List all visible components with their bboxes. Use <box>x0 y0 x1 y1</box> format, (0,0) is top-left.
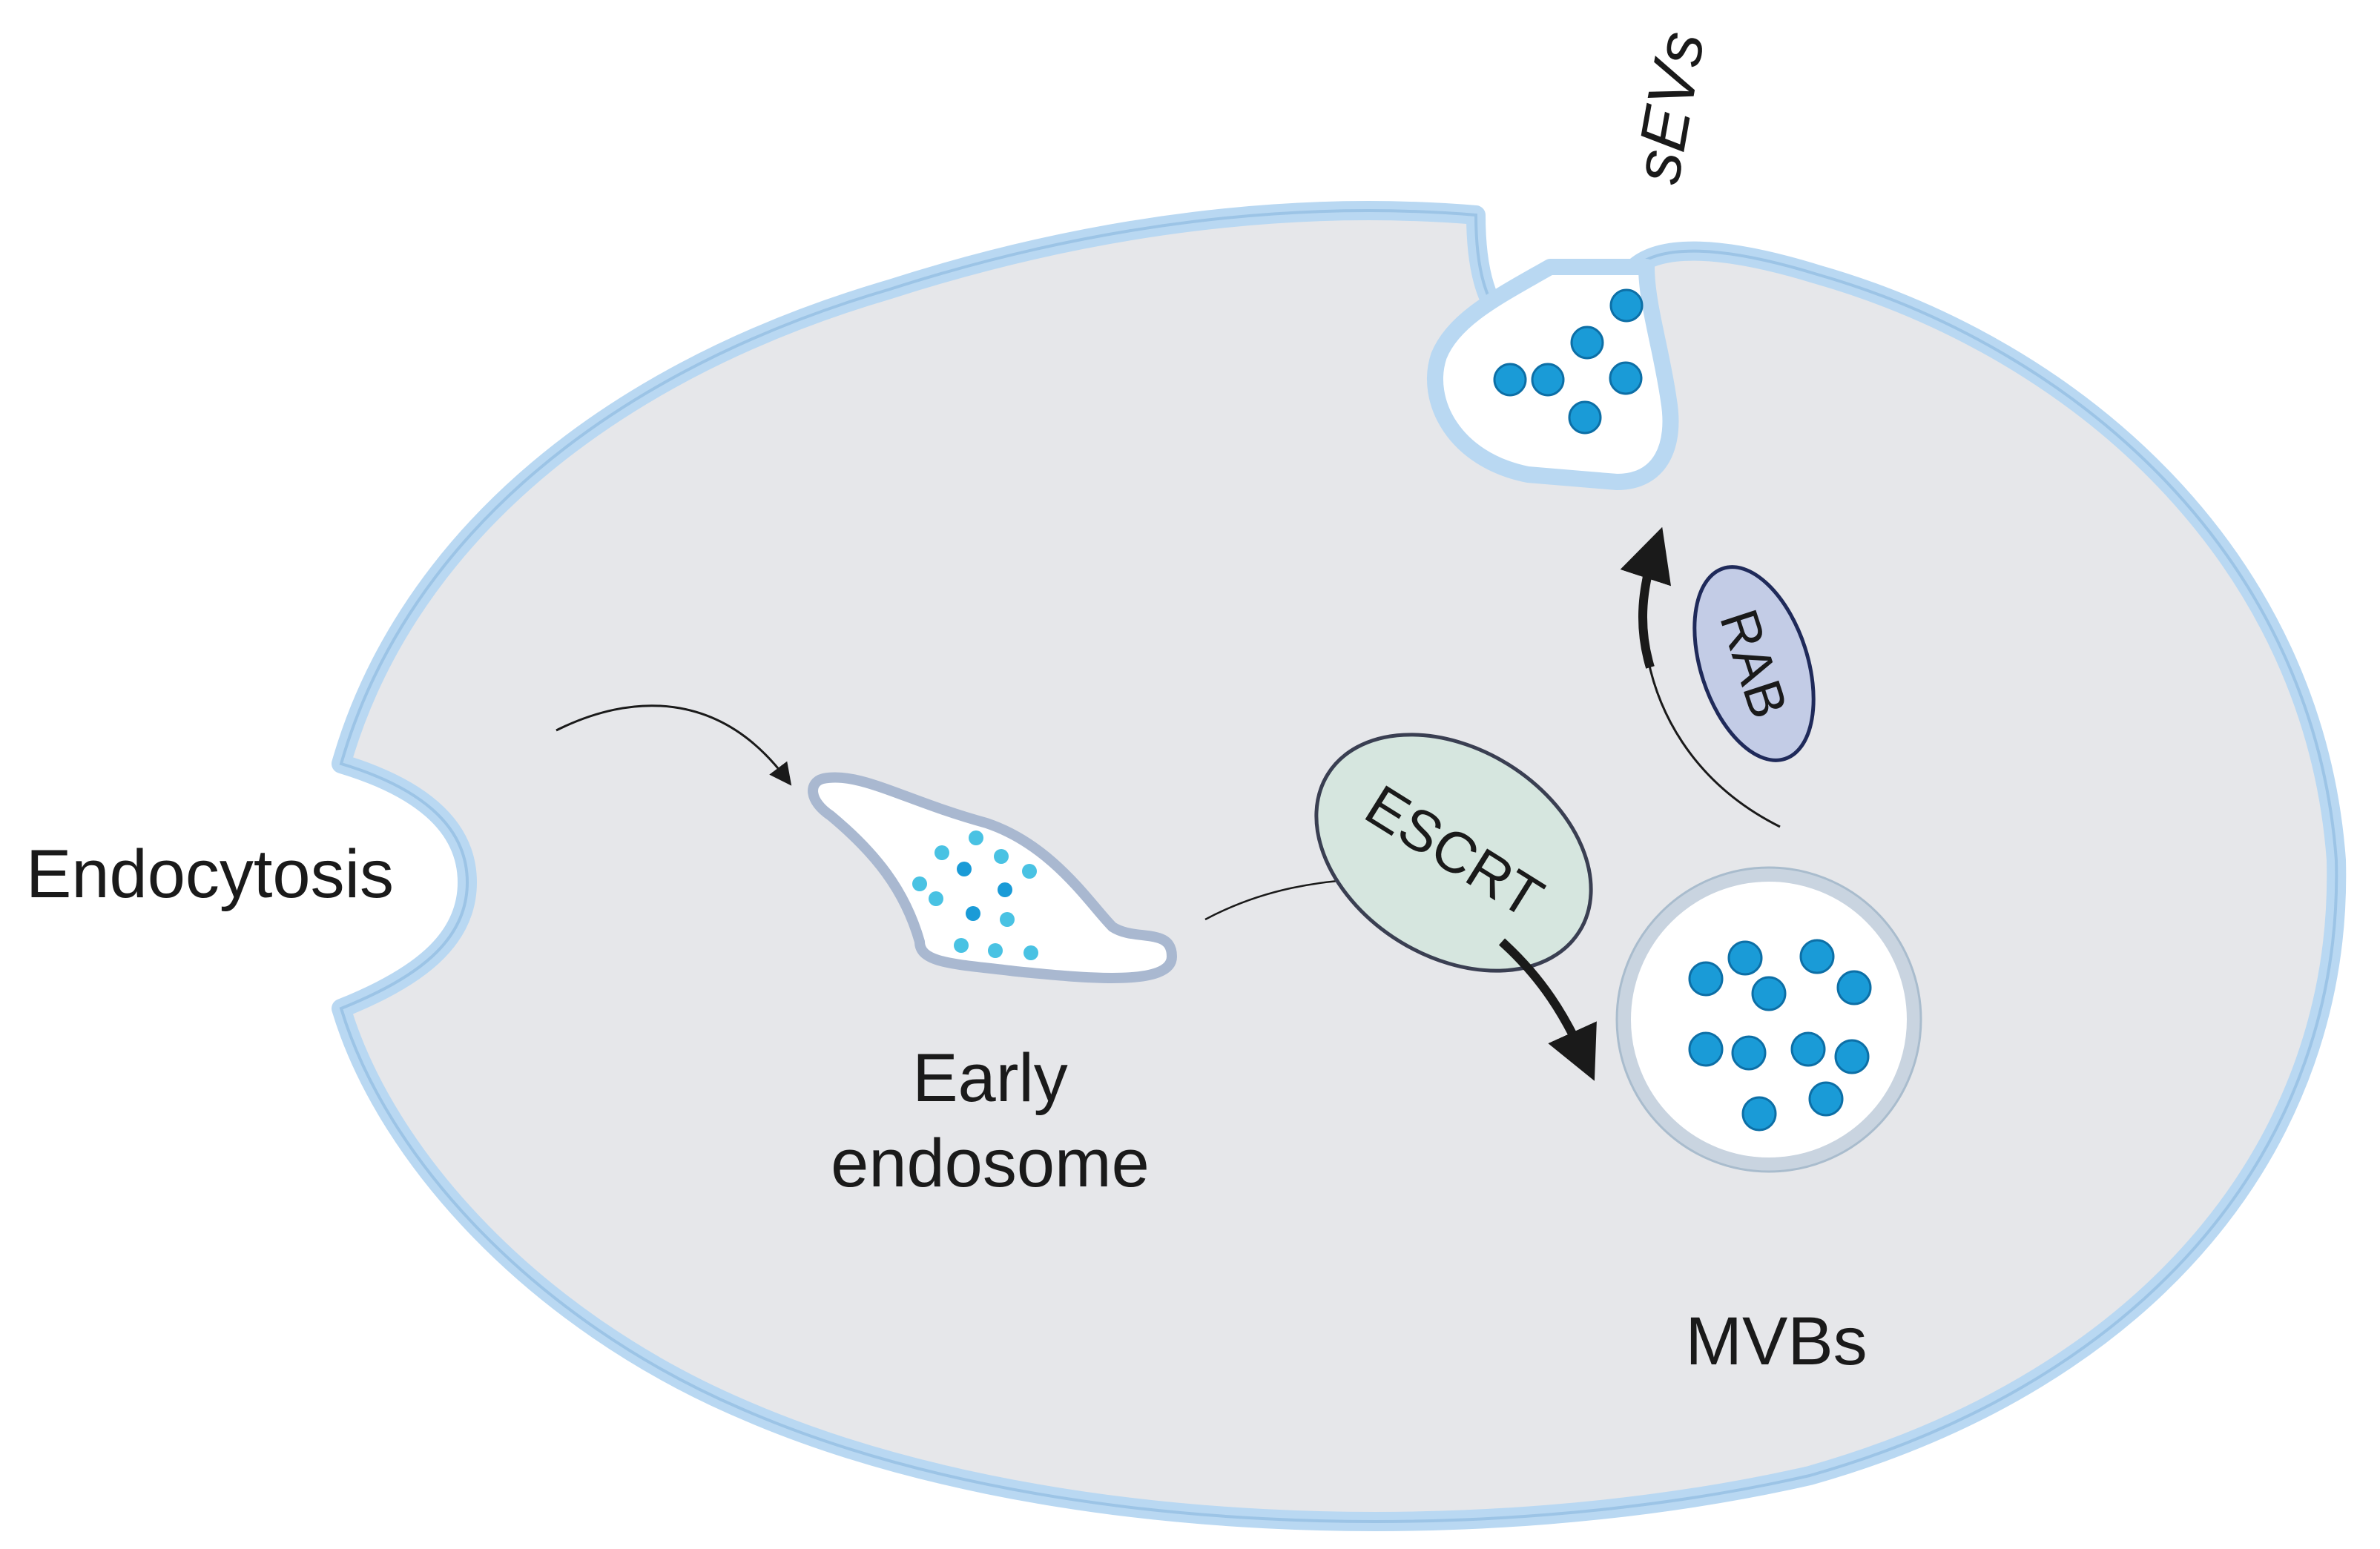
multivesicular-body-icon <box>1615 866 1922 1173</box>
sev-particle <box>1568 400 1602 435</box>
early-endosome-particle <box>988 943 1003 958</box>
mvb-particle <box>1799 939 1835 974</box>
early-endosome-particle <box>998 882 1012 897</box>
mvb-particle <box>1751 976 1787 1011</box>
mvb-membrane-outline <box>1615 866 1922 1173</box>
sev-particle <box>1493 363 1527 397</box>
mvb-particle <box>1688 1031 1724 1067</box>
early-endosome-icon <box>808 772 1177 983</box>
early-endosome-particle <box>957 862 972 876</box>
early-endosome-label-line1: Early <box>912 1040 1068 1116</box>
sevs-label: sEVs <box>1619 26 1718 188</box>
endocytosis-label: Endocytosis <box>26 836 394 912</box>
escrt-complex: ESCRT <box>1314 733 1593 973</box>
early-endosome-membrane <box>808 772 1177 983</box>
rab-protein: RAB <box>1692 565 1816 762</box>
cell-membrane-inner-line <box>339 209 2338 1523</box>
early-endosome-particle <box>1000 912 1015 927</box>
mvb-particle <box>1836 970 1872 1005</box>
sev-particle <box>1531 363 1565 397</box>
mvb-particle <box>1727 940 1763 976</box>
mvb-particle <box>1741 1096 1777 1132</box>
mvb-particle <box>1688 961 1724 997</box>
early-endosome-particle <box>934 845 949 860</box>
early-endosome-particle <box>929 891 943 906</box>
rab-ellipse <box>1692 565 1816 762</box>
sev-particle <box>1609 361 1643 395</box>
early-endosome-particle <box>954 938 969 953</box>
early-endosome-particle <box>1023 945 1038 960</box>
early-endosome-particle <box>912 876 927 891</box>
exosome-release-icon <box>1427 259 1679 490</box>
escrt-to-mvb-arrow <box>1498 938 1597 1081</box>
escrt-ellipse <box>1314 733 1593 973</box>
mvb-particle <box>1808 1081 1844 1117</box>
early-endosome-particle <box>966 906 980 921</box>
sev-particle <box>1570 326 1604 360</box>
sev-particle <box>1609 288 1644 323</box>
mvbs-label: MVBs <box>1685 1304 1867 1379</box>
mvb-particle <box>1790 1031 1826 1067</box>
early-endosome-label-line2: endosome <box>831 1126 1150 1201</box>
endocytosis-arrow <box>556 704 792 786</box>
early-endosome-particle <box>994 849 1009 864</box>
early-endosome-particle <box>1022 864 1037 879</box>
mvb-to-sev-arrow-head-shaft <box>1620 526 1672 669</box>
mvb-particle <box>1731 1035 1767 1071</box>
mvb-particle <box>1834 1039 1870 1074</box>
early-endosome-particle <box>969 830 983 845</box>
